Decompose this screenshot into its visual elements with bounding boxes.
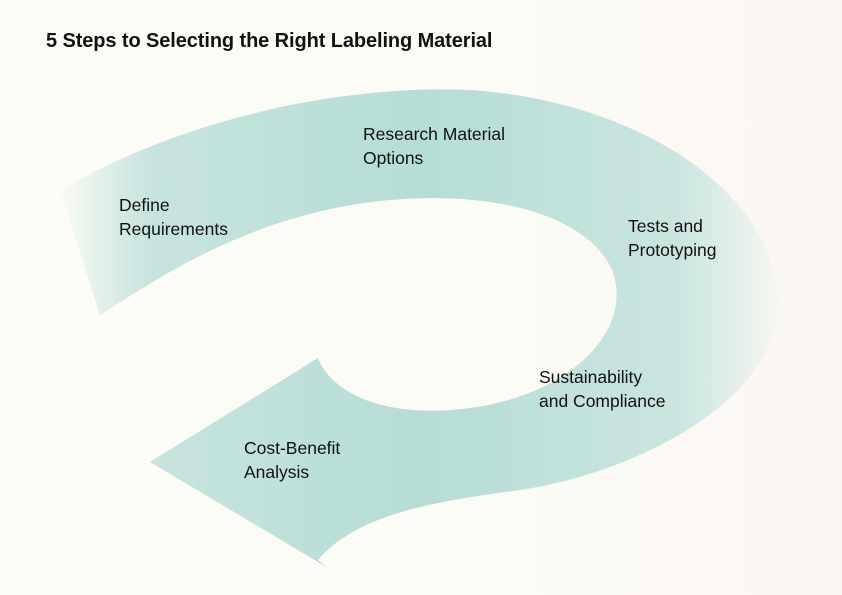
step-4-line-1: Sustainability <box>539 367 643 387</box>
arrow-body <box>60 89 779 568</box>
diagram-title: 5 Steps to Selecting the Right Labeling … <box>46 30 493 52</box>
step-3-line-1: Tests and <box>628 216 703 236</box>
step-3-line-2: Prototyping <box>628 240 717 260</box>
step-sustainability-and-compliance: Sustainability and Compliance <box>539 365 665 413</box>
step-2-line-1: Research Material <box>363 124 505 144</box>
step-research-material-options: Research Material Options <box>363 122 505 170</box>
step-1-line-1: Define <box>119 195 170 215</box>
step-1-line-2: Requirements <box>119 219 228 239</box>
step-4-line-2: and Compliance <box>539 391 666 411</box>
step-5-line-1: Cost-Benefit <box>244 438 341 458</box>
step-2-line-2: Options <box>363 148 424 168</box>
step-cost-benefit-analysis: Cost-Benefit Analysis <box>244 436 340 484</box>
step-5-line-2: Analysis <box>244 462 310 482</box>
step-tests-and-prototyping: Tests and Prototyping <box>628 214 717 262</box>
step-define-requirements: Define Requirements <box>119 193 228 241</box>
